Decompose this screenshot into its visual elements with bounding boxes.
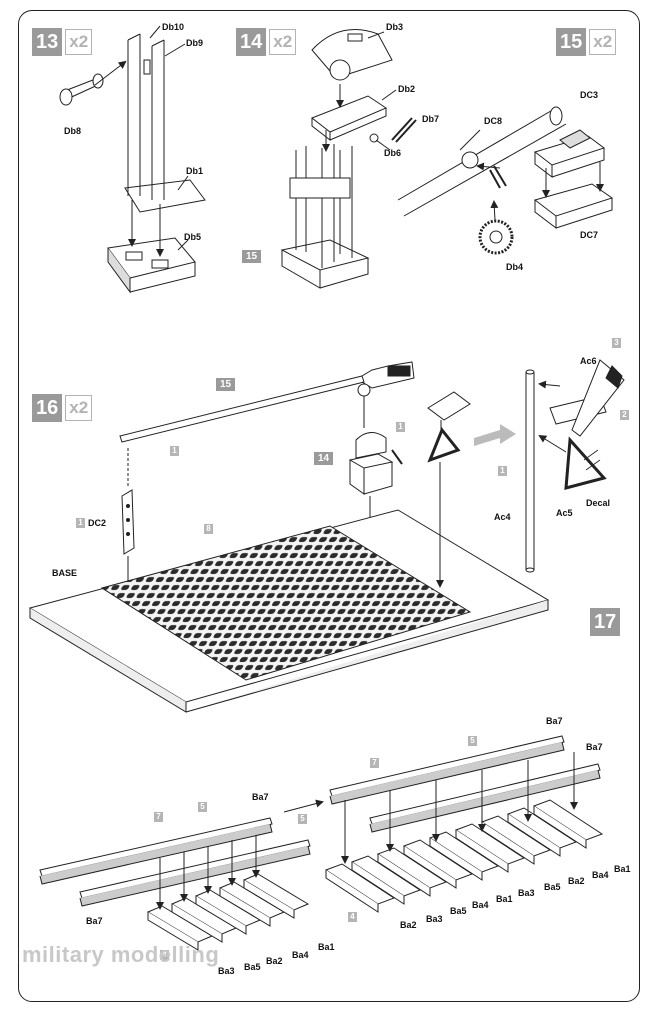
step-number: 15 [556,28,587,56]
paint-ref-2: 2 [620,410,629,420]
part-label-ba2: Ba2 [568,876,585,886]
paint-ref-5: 5 [298,814,307,824]
part-label-db7: Db7 [422,114,440,124]
part-label-dc3: DC3 [580,90,599,100]
step16-drawing [119,361,415,606]
quantity-multiplier: x2 [65,395,93,421]
paint-ref-4: 4 [348,912,357,922]
step-16-badge: 16 x2 [32,394,93,422]
part-label-base: BASE [52,568,78,578]
part-label-db8: Db8 [64,126,82,136]
step-number: 17 [590,608,621,636]
paint-ref-1: 1 [498,466,507,476]
step15-drawing [397,106,614,255]
part-label-db4: Db4 [506,262,524,272]
part-label-decal: Decal [586,498,611,508]
paint-ref-3: 3 [612,338,621,348]
part-label-ac4: Ac4 [494,512,511,522]
paint-ref-5: 5 [468,736,477,746]
part-label-db9: Db9 [186,38,204,48]
part-label-dc7: DC7 [580,230,599,240]
part-label-db1: Db1 [186,166,204,176]
part-label-ba4: Ba4 [472,900,489,910]
part-label-db2: Db2 [398,84,416,94]
part-label-db10: Db10 [162,22,185,32]
step-15-badge: 15 x2 [556,28,617,56]
part-label-ba2: Ba2 [400,920,417,930]
step-17-badge: 17 [590,608,621,636]
part-label-ba4: Ba4 [292,950,309,960]
part-label-ba4: Ba4 [592,870,609,880]
part-tag-15: 15 [216,378,236,391]
part-label-ba7: Ba7 [252,792,269,802]
part-label-ac6: Ac6 [580,356,597,366]
part-label-ac5: Ac5 [556,508,573,518]
part-label-ba7: Ba7 [86,916,103,926]
paint-ref-8: 8 [204,524,213,534]
step14-drawing [280,29,417,289]
part-label-ba3: Ba3 [426,914,443,924]
quantity-multiplier: x2 [589,29,617,55]
paint-ref-7: 7 [370,758,379,768]
step17-drawing [427,359,625,588]
subassembly-tag-15: 15 [242,250,262,263]
part-label-ba7: Ba7 [546,716,563,726]
step-number: 16 [32,394,63,422]
paint-ref-1: 1 [396,422,405,432]
part-label-ba1: Ba1 [614,864,631,874]
base-plate [28,509,550,713]
part-label-ba3: Ba3 [218,966,235,976]
watermark-logo: military modelling [22,942,220,967]
paint-ref-4: 4 [160,950,169,960]
step13-drawing [59,25,206,294]
quantity-multiplier: x2 [269,29,297,55]
part-label-ba1: Ba1 [496,894,513,904]
part-label-ba5: Ba5 [450,906,467,916]
part-label-db3: Db3 [386,22,404,32]
step-number: 13 [32,28,63,56]
part-label-ba5: Ba5 [244,962,261,972]
rail-assembly-left [39,799,324,951]
paint-ref-1: 1 [170,446,179,456]
paint-ref-1: 1 [76,518,85,528]
part-label-db5: Db5 [184,232,202,242]
part-label-dc2: DC2 [88,518,107,528]
step-number: 14 [236,28,267,56]
part-label-db6: Db6 [384,148,402,158]
part-label-ba1: Ba1 [318,942,335,952]
part-label-dc8: DC8 [484,116,503,126]
quantity-multiplier: x2 [65,29,93,55]
paint-ref-5: 5 [198,802,207,812]
rail-assembly-right [324,735,604,913]
part-label-ba2: Ba2 [266,956,283,966]
step-13-badge: 13 x2 [32,28,93,56]
step-14-badge: 14 x2 [236,28,297,56]
part-label-ba7: Ba7 [586,742,603,752]
paint-ref-7: 7 [154,812,163,822]
part-label-ba3: Ba3 [518,888,535,898]
part-label-ba5: Ba5 [544,882,561,892]
subassembly-tag-14: 14 [314,452,334,465]
